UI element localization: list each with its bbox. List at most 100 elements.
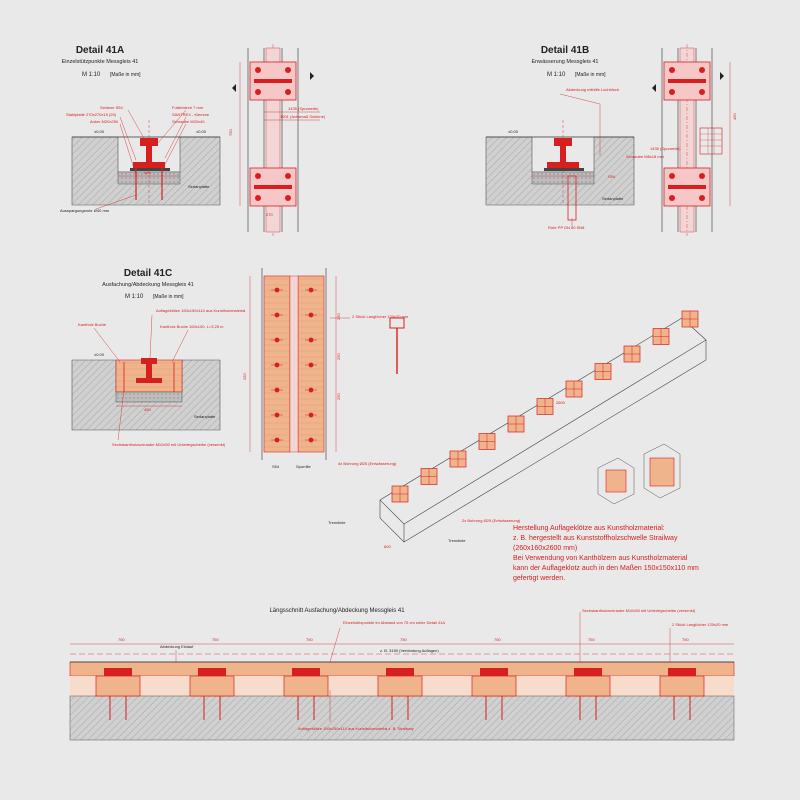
drain-grate (699, 127, 723, 155)
iso-block (565, 380, 583, 398)
section-label-5: z. B. 3150 (Verbindung Auflagen) (380, 648, 439, 653)
section-block (283, 668, 329, 720)
detail-41a-scale: M 1:10 (82, 72, 101, 78)
section-block (95, 668, 141, 720)
detail-41b-scale-note: [Maße in mm] (575, 72, 606, 78)
iso-block (449, 450, 467, 468)
dim-a-0: ±0.00 (94, 129, 105, 134)
dim-c-1: 450 (144, 407, 151, 412)
label-c-1: Kantholz Buche (78, 322, 107, 327)
dim-c-3: 250 (336, 353, 341, 360)
iso-label-2: 4x Bohrung Ø25 (Entwässerung) (338, 461, 397, 466)
section-dim-4: 750 (494, 637, 501, 642)
label-a-4: Anker M20x250 (90, 119, 119, 124)
label-a-6: Ausspargungsrohr Ø40 mm (60, 208, 110, 213)
note-line-5: gefertigt werden. (513, 575, 565, 582)
dim-c-4: 250 (336, 393, 341, 400)
clamp-tool-icon (389, 317, 405, 374)
detail-41b-scale: M 1:10 (547, 72, 566, 78)
dim-c-2: 250 (336, 313, 341, 320)
section-dim-2: 750 (306, 637, 313, 642)
detail-41b-subtitle: Enwässerung Messgleis 41 (532, 59, 599, 65)
section-block (659, 668, 705, 720)
label-b-3: Sedanplatte (602, 196, 624, 201)
detail-41c: Detail 41C Ausfachung/Abdeckung Messglei… (71, 268, 409, 469)
detail-cube-a (597, 457, 635, 505)
iso-label-0: Trennlinie (328, 520, 346, 525)
section-block (189, 668, 235, 720)
label-a-2: Stahlplatte 270x270x15 (25) (66, 112, 117, 117)
dim-c-5: 250 (242, 373, 247, 380)
dim-b-0: ±0.00 (508, 129, 519, 134)
section-dim-3: 750 (400, 637, 407, 642)
note-line-2: (260x160x2600 mm) (513, 545, 577, 552)
section-block (471, 668, 517, 720)
section-dimensions: 750 750 750 750 750 750 750 (118, 637, 689, 642)
iso-dim-1: 600 (384, 544, 391, 549)
detail-41b-title: Detail 41B (541, 45, 589, 56)
detail-41a-subtitle: Einzelstützpunkte Messgleis 41 (62, 59, 139, 65)
label-c-2: Kantholz Buche 160x100, L=3,25 m (160, 324, 224, 329)
label-a-5: Schraube M20x40 (172, 119, 205, 124)
iso-dim-0: 2600 (556, 400, 566, 405)
label-b-1: Schraube M8x18 mm (626, 154, 665, 159)
note-line-3: Bei Verwendung von Kanthölzern aus Kunst… (513, 555, 688, 562)
dim-a-4: 1435 (Spurweite) (288, 106, 319, 111)
iso-block (478, 433, 496, 450)
section-support-blocks (95, 668, 705, 720)
detail-41a-scale-note: [Maße in mm] (110, 72, 141, 78)
section-title: Längsschnitt Ausfachung/Abdeckung Messgl… (269, 608, 405, 614)
label-b-2: S54 (608, 174, 616, 179)
section-label-3: Abdeckung Einlauf (160, 644, 194, 649)
label-c-3: Sechskantholzschraube M10x50 mit Unterle… (112, 442, 226, 447)
section-block (377, 668, 423, 720)
label-a-0: Schiene S54 (100, 105, 123, 110)
label-c-7: Spurrille (296, 464, 311, 469)
section-label-0: Einzelstützpunkte im Abstand von 75 cm s… (343, 620, 445, 625)
dim-b-1: 1435 (Spurweite) (650, 146, 681, 151)
detail-cube-b (643, 443, 681, 499)
note-line-4: kann der Auflageklotz auch in den Maßen … (513, 565, 699, 572)
detail-41c-title: Detail 41C (124, 268, 172, 279)
isometric-blocks (391, 310, 699, 503)
dim-c-0: ±0.00 (94, 352, 105, 357)
plate-b-top (663, 61, 711, 101)
detail-41c-subtitle: Ausfachung/Abdeckung Messgleis 41 (102, 282, 194, 288)
section-block (565, 668, 611, 720)
label-c-0: Auflageklötze 150x150x110 aus Kunstholzm… (156, 308, 245, 313)
iso-block (420, 468, 438, 485)
label-a-3: SANTREX - Klemme (172, 112, 210, 117)
section-label-2: 2 Stück Langlöcher 120x20 mm (672, 622, 729, 627)
label-a-7: Sedanplatte (188, 184, 210, 189)
dim-b-2: 450 (732, 113, 737, 120)
section-label-1: Sechskantholzschraube M10x50 mit Unterle… (582, 608, 696, 613)
iso-block (594, 363, 612, 380)
iso-block (623, 345, 641, 363)
isometric-view: Trennlinie Trennlinie 4x Bohrung Ø25 (En… (328, 310, 707, 549)
longitudinal-section: Längsschnitt Ausfachung/Abdeckung Messgl… (69, 608, 735, 741)
detail-41a: Detail 41A Einzelstützpunkte Messgleis 4… (60, 44, 326, 236)
detail-41c-scale-note: [Maße in mm] (153, 294, 184, 300)
plate-a-top (249, 61, 297, 101)
detail-41c-scale: M 1:10 (125, 294, 144, 300)
plate-a-bottom (249, 167, 297, 207)
iso-label-3: 2x Bohrung Ø25 (Entwässerung) (462, 518, 521, 523)
section-dim-6: 750 (682, 637, 689, 642)
label-c-4: Sedanplatte (194, 414, 216, 419)
note-line-0: Herstellung Auflageklötze aus Kunstholzm… (513, 525, 665, 532)
label-c-5: 2 Stück Langlöcher 120x20 mm (352, 314, 409, 319)
label-b-4: Rohr PP DN 80 SN8 (548, 225, 585, 230)
iso-label-1: Trennlinie (448, 538, 466, 543)
label-b-0: Abdeckung mithilfe Lochblech (566, 87, 619, 92)
iso-block (652, 328, 670, 345)
iso-block (507, 415, 525, 433)
dim-a-2: 450 (144, 170, 151, 175)
iso-block (681, 310, 699, 328)
detail-41b: Detail 41B Enwässerung Messgleis 41 M 1:… (485, 44, 737, 236)
detail-41a-title: Detail 41A (76, 45, 124, 56)
plate-b-bottom (663, 167, 711, 207)
dim-a-6: 270 (266, 212, 273, 217)
dim-a-1: ±0.00 (196, 129, 207, 134)
